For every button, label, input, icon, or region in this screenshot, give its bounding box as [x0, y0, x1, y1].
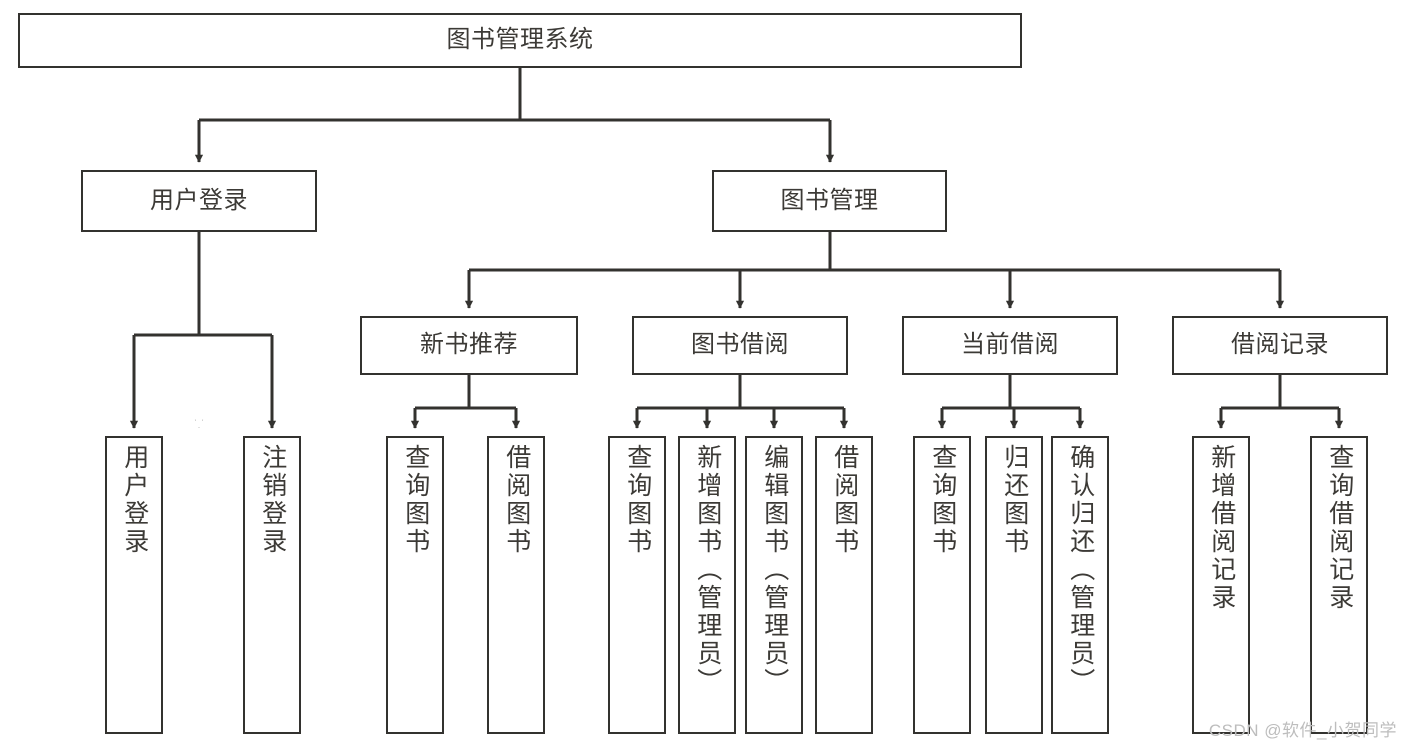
node-leaf-query-book-1-label: 查询图书 — [401, 444, 430, 556]
node-leaf-query-record[interactable]: 查询借阅记录 — [1310, 436, 1368, 734]
node-borrow-record-label: 借阅记录 — [1231, 331, 1329, 359]
node-leaf-add-book[interactable]: 新增图书（管理员） — [678, 436, 736, 734]
node-book-borrow[interactable]: 图书借阅 — [632, 316, 848, 375]
node-leaf-confirm-return-label: 确认归还（管理员） — [1066, 444, 1095, 696]
node-leaf-return-book[interactable]: 归还图书 — [985, 436, 1043, 734]
node-new-book-rec-label: 新书推荐 — [420, 331, 518, 359]
node-book-manage-label: 图书管理 — [780, 186, 879, 214]
node-leaf-query-book-2[interactable]: 查询图书 — [608, 436, 666, 734]
node-leaf-query-book-1[interactable]: 查询图书 — [386, 436, 444, 734]
node-leaf-user-login[interactable]: 用户登录 — [105, 436, 163, 734]
node-leaf-query-book-3-label: 查询图书 — [928, 444, 957, 556]
node-leaf-query-record-label: 查询借阅记录 — [1325, 444, 1354, 612]
node-leaf-confirm-return[interactable]: 确认归还（管理员） — [1051, 436, 1109, 734]
node-leaf-borrow-book-1[interactable]: 借阅图书 — [487, 436, 545, 734]
node-leaf-query-book-2-label: 查询图书 — [623, 444, 652, 556]
node-leaf-borrow-book-2[interactable]: 借阅图书 — [815, 436, 873, 734]
node-leaf-borrow-book-1-label: 借阅图书 — [502, 444, 531, 556]
node-user-login-label: 用户登录 — [150, 186, 248, 214]
node-leaf-logout-label: 注销登录 — [258, 444, 287, 556]
node-leaf-logout[interactable]: 注销登录 — [243, 436, 301, 734]
node-leaf-user-login-label: 用户登录 — [120, 444, 149, 556]
node-root[interactable]: 图书管理系统 — [18, 13, 1022, 68]
node-current-borrow[interactable]: 当前借阅 — [902, 316, 1118, 375]
node-book-manage[interactable]: 图书管理 — [712, 170, 947, 232]
node-leaf-edit-book[interactable]: 编辑图书（管理员） — [745, 436, 803, 734]
node-leaf-borrow-book-2-label: 借阅图书 — [830, 444, 859, 556]
node-leaf-add-record[interactable]: 新增借阅记录 — [1192, 436, 1250, 734]
node-leaf-add-record-label: 新增借阅记录 — [1207, 444, 1236, 612]
node-leaf-add-book-label: 新增图书（管理员） — [693, 444, 722, 696]
node-new-book-rec[interactable]: 新书推荐 — [360, 316, 578, 375]
node-borrow-record[interactable]: 借阅记录 — [1172, 316, 1388, 375]
node-current-borrow-label: 当前借阅 — [961, 331, 1059, 359]
node-leaf-edit-book-label: 编辑图书（管理员） — [760, 444, 789, 696]
watermark-text: CSDN @软件_小贺同学 — [1208, 721, 1397, 740]
node-user-login[interactable]: 用户登录 — [81, 170, 317, 232]
node-leaf-query-book-3[interactable]: 查询图书 — [913, 436, 971, 734]
node-leaf-return-book-label: 归还图书 — [1000, 444, 1029, 556]
node-root-label: 图书管理系统 — [446, 26, 594, 54]
node-book-borrow-label: 图书借阅 — [691, 331, 789, 359]
